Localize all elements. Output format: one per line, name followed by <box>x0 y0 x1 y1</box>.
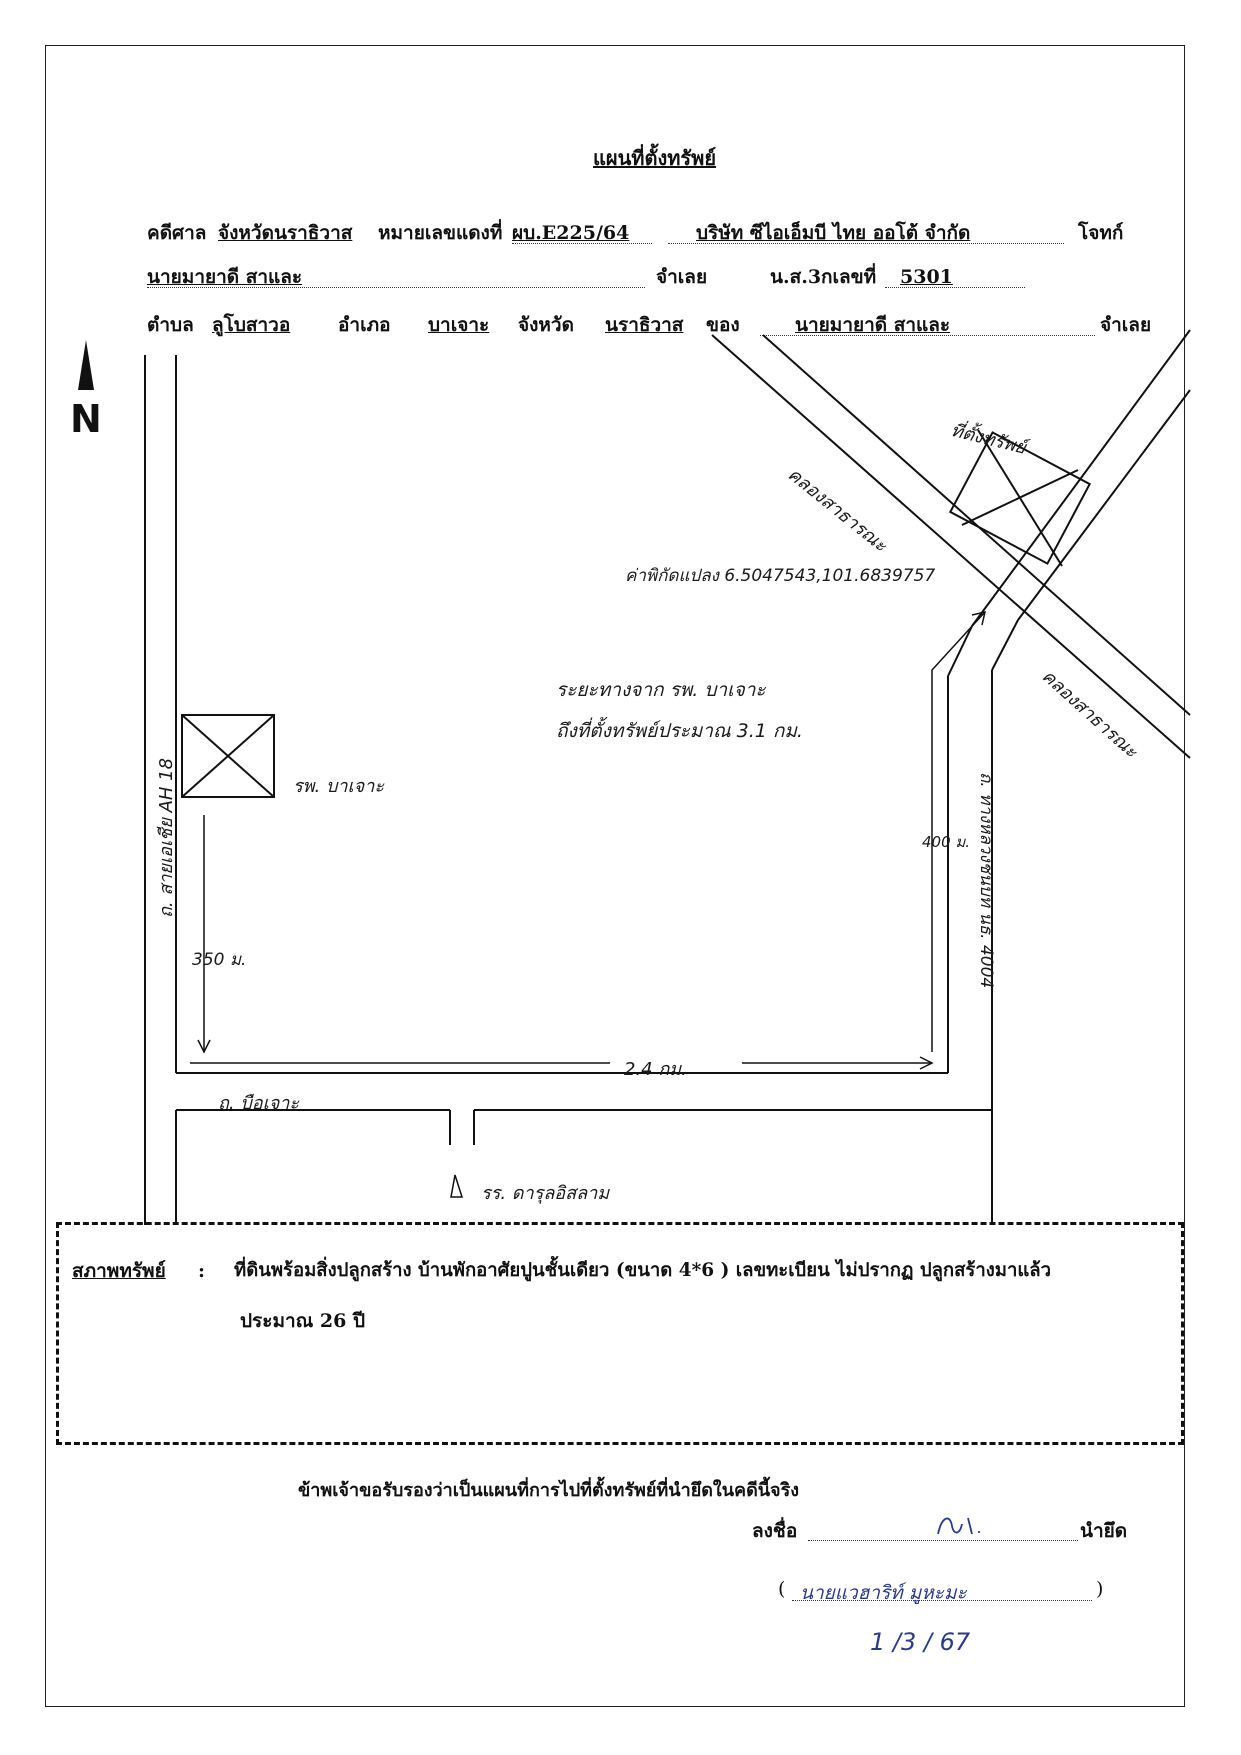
owner-name: นายมายาดี สาและ <box>795 314 951 336</box>
hospital-box <box>181 714 275 798</box>
condition-line-1: ที่ดินพร้อมสิ่งปลูกสร้าง บ้านพักอาศัยปูน… <box>234 1260 1052 1281</box>
condition-label: สภาพทรัพย์ <box>72 1260 166 1282</box>
canal-1 <box>711 334 1191 759</box>
signer-role: นำยึด <box>1080 1520 1128 1542</box>
deed-value: 5301 <box>900 266 953 288</box>
condition-line-2: ประมาณ 26 ปี <box>240 1310 366 1332</box>
subdistrict-value: ลูโบสาวอ <box>212 314 291 336</box>
hospital-label: รพ. บาเจาะ <box>293 776 384 797</box>
owner-label: ของ <box>706 314 740 336</box>
north-arrow-icon <box>78 340 94 390</box>
province-label: จังหวัด <box>518 314 574 336</box>
school-label: รร. ดารุลอิสลาม <box>481 1183 610 1204</box>
north-label: N <box>70 397 102 441</box>
distance-line-2: ถึงที่ตั้งทรัพย์ประมาณ 3.1 กม. <box>556 720 803 742</box>
plaintiff-name: บริษัท ซีไอเอ็มบี ไทย ออโต้ จำกัด <box>696 222 971 244</box>
printed-name: นายแวฮาริท์ มูหะมะ <box>800 1582 967 1604</box>
printed-name-dots <box>792 1600 1092 1601</box>
distance-line-1: ระยะทางจาก รพ. บาเจาะ <box>556 679 766 701</box>
condition-box <box>56 1222 1184 1445</box>
dist-350-label: 350 ม. <box>192 950 247 970</box>
court-label: คดีศาล <box>147 222 207 244</box>
ne-road-2 <box>1017 389 1191 621</box>
owner-role: จำเลย <box>1100 314 1152 336</box>
case-no-dots <box>512 243 652 244</box>
case-no-value: ผบ.E225/64 <box>512 222 630 244</box>
page-frame <box>45 45 1185 1707</box>
province-value: นราธิวาส <box>605 314 684 336</box>
plaintiff-label: โจทก์ <box>1078 222 1124 244</box>
subdistrict-label: ตำบล <box>147 314 194 336</box>
court-value: จังหวัดนราธิวาส <box>218 222 353 244</box>
defendant-dots <box>147 287 645 288</box>
paren-open: ( <box>778 1578 786 1600</box>
page-title: แผนที่ตั้งทรัพย์ <box>593 146 717 170</box>
defendant-label: จำเลย <box>656 266 708 288</box>
plaintiff-dots <box>668 243 1064 244</box>
sign-date: 1 /3 / 67 <box>870 1628 971 1656</box>
district-value: บาเจาะ <box>428 314 490 336</box>
coordinates-label: ค่าพิกัดแปลง 6.5047543,101.6839757 <box>625 566 936 586</box>
district-label: อำเภอ <box>338 314 391 336</box>
school-marker-icon <box>450 1174 464 1198</box>
condition-colon: : <box>198 1260 206 1282</box>
ne-road-1 <box>971 329 1191 627</box>
property-box <box>948 431 1092 565</box>
defendant-name: นายมายาดี สาและ <box>147 266 303 288</box>
owner-dots <box>760 335 1095 336</box>
highway-label: ถ. สายเอเชีย AH 18 <box>156 757 177 918</box>
dist-400-label: 400 ม. <box>922 833 971 851</box>
deed-dots <box>885 287 1025 288</box>
road-south-label: ถ. บือเจาะ <box>218 1093 300 1114</box>
signature-mark <box>937 1517 980 1535</box>
road-east-label: ถ. ทางหลวงชนบท นธ. 4004 <box>976 772 996 989</box>
deed-label: น.ส.3กเลขที่ <box>770 266 877 288</box>
sign-label: ลงชื่อ <box>752 1520 798 1542</box>
case-no-label: หมายเลขแดงที่ <box>378 222 503 244</box>
certification-statement: ข้าพเจ้าขอรับรองว่าเป็นแผนที่การไปที่ตั้… <box>298 1480 800 1501</box>
dist-24-label: 2.4 กม. <box>624 1059 687 1080</box>
signature-dots <box>808 1540 1078 1541</box>
paren-close: ) <box>1096 1578 1104 1600</box>
